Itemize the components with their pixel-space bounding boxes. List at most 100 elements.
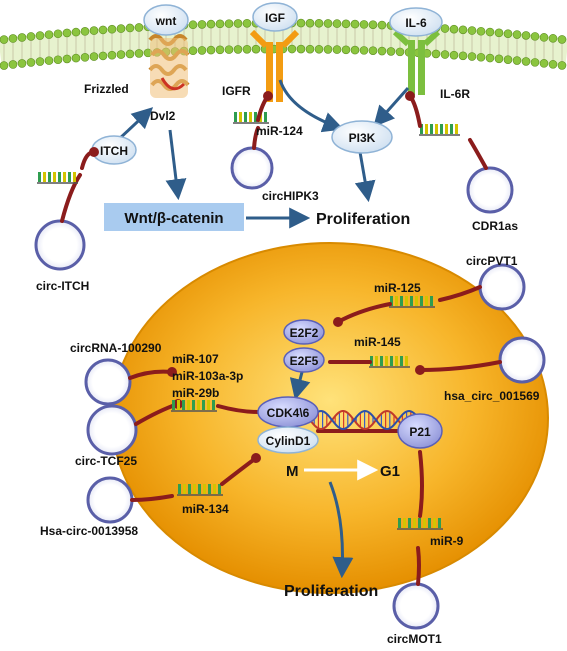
circhipk3-label: circHIPK3 — [262, 189, 319, 203]
cdr1as-tail — [468, 138, 488, 170]
mirna-base — [178, 484, 181, 494]
lipid-head — [386, 47, 396, 56]
lipid-head — [251, 44, 261, 54]
mirna-base — [420, 124, 423, 134]
lipid-head — [512, 30, 522, 39]
lipid-head — [188, 46, 198, 56]
mir125-bar — [389, 296, 435, 308]
circpvt1-ring — [478, 263, 526, 311]
mirna-base — [425, 296, 428, 306]
p21-label: P21 — [409, 425, 431, 439]
lipid-head — [0, 61, 9, 70]
lipid-head — [287, 44, 297, 54]
hsa-circ-001569-knob — [415, 365, 425, 375]
igfr-label: IGFR — [222, 84, 251, 98]
circ-itch-tail — [60, 173, 82, 223]
wnt-ligand — [143, 4, 189, 36]
mirna-base — [390, 356, 393, 366]
lipid-head — [458, 51, 468, 61]
lipid-head — [341, 45, 351, 55]
mirna-base — [202, 400, 205, 410]
mirna-base — [418, 518, 421, 528]
lipid-head — [314, 44, 324, 54]
mirna-base — [408, 518, 411, 528]
mirna-base — [403, 518, 406, 528]
itch-label: ITCH — [100, 144, 128, 158]
lipid-head — [467, 26, 477, 35]
mirna-base — [430, 296, 433, 306]
mirna-base — [450, 124, 453, 134]
mirna-base — [415, 296, 418, 306]
mirna-base — [203, 484, 206, 494]
lipid-head — [530, 32, 540, 41]
mirna-base — [435, 124, 438, 134]
lipid-head — [26, 32, 36, 41]
il6-ligand — [389, 7, 443, 37]
mir124-bar — [233, 112, 269, 124]
mirna-base — [187, 400, 190, 410]
il6r-label: IL-6R — [440, 87, 470, 101]
circpvt1-tail — [438, 285, 482, 302]
lipid-head — [233, 19, 243, 28]
arrow-itch-to-dvl2 — [116, 107, 154, 142]
lipid-head — [296, 44, 306, 54]
lipid-head — [296, 18, 306, 28]
mirna-base — [400, 296, 403, 306]
lipid-head — [458, 25, 468, 35]
lipid-head — [44, 30, 54, 39]
lipid-head — [512, 56, 522, 65]
lipid-head — [368, 20, 378, 29]
mirna-base — [380, 356, 383, 366]
circ-itch-label: circ-ITCH — [36, 279, 89, 293]
lipid-head — [557, 35, 567, 44]
lipid-head — [71, 27, 81, 37]
lipid-head — [350, 45, 360, 55]
circ-itch-ring — [34, 219, 86, 271]
lipid-head — [125, 49, 135, 59]
mirna-base — [395, 296, 398, 306]
mirna-base — [430, 124, 433, 134]
lipid-head — [359, 46, 369, 55]
wnt-label: wnt — [155, 14, 177, 28]
mirna-base — [53, 172, 56, 182]
arrow-nucleus-to-proliferation — [328, 481, 354, 579]
mirna-base — [438, 518, 441, 528]
mirna-base — [425, 124, 428, 134]
lipid-head — [377, 46, 387, 56]
lipid-head — [224, 19, 234, 28]
mirna-base — [433, 518, 436, 528]
proliferation-bottom-label: Proliferation — [284, 583, 378, 600]
lipid-head — [242, 18, 252, 28]
mirna-base — [177, 400, 180, 410]
mirna-base — [455, 124, 458, 134]
lipid-head — [359, 20, 369, 29]
lipid-head — [17, 33, 27, 42]
circrna-100290-knob — [167, 367, 177, 377]
lipid-head — [440, 24, 450, 33]
il6-label: IL-6 — [405, 16, 427, 30]
mir145-label: miR-145 — [354, 335, 401, 349]
mirna-base — [440, 124, 443, 134]
mirna-base — [423, 518, 426, 528]
mir134-knob — [251, 453, 261, 463]
e2f2-label: E2F2 — [290, 326, 319, 340]
mirna-base — [410, 296, 413, 306]
mirna-base — [239, 112, 242, 122]
lipid-head — [62, 28, 72, 38]
circ-itch-mirna — [37, 172, 78, 184]
lipid-head — [242, 44, 252, 54]
lipid-head — [215, 45, 225, 55]
mirna-base — [48, 172, 51, 182]
mirna-base — [249, 112, 252, 122]
lipid-head — [485, 53, 495, 63]
lipid-head — [449, 50, 459, 60]
mirna-base — [213, 484, 216, 494]
lipid-head — [53, 29, 63, 39]
mirna-base — [413, 518, 416, 528]
mirna-base — [182, 400, 185, 410]
mir125-knob — [333, 317, 343, 327]
arrow-pi3k-to-proliferation — [354, 151, 376, 203]
lipid-head — [368, 46, 378, 55]
lipid-head — [350, 19, 360, 29]
